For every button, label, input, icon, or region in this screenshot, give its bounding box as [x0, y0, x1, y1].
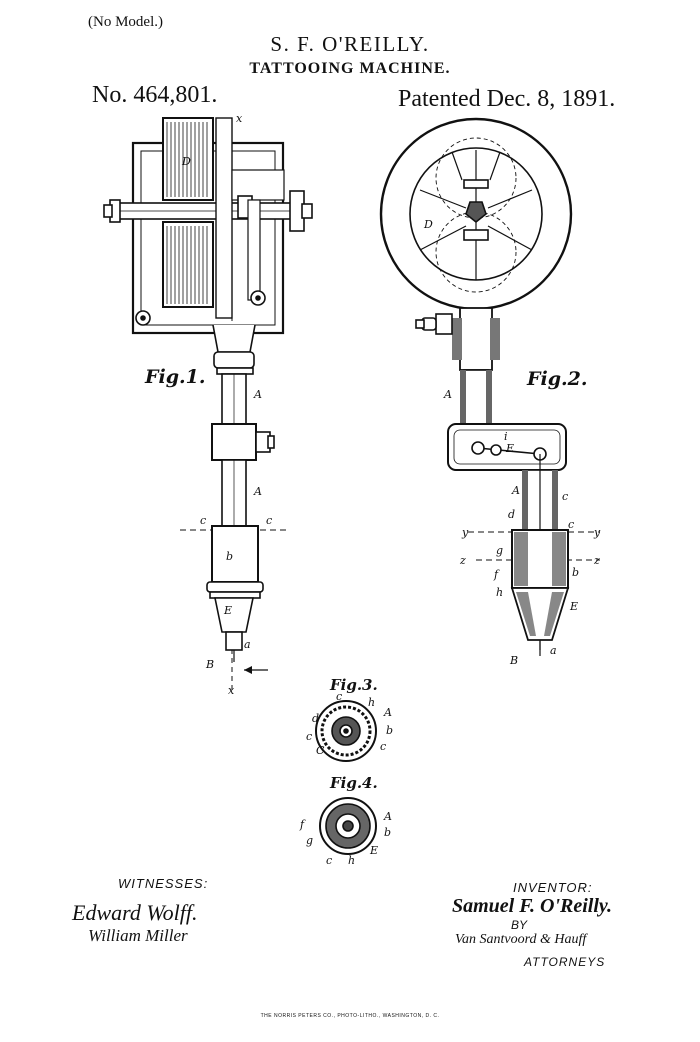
ref-fig2-c-upper: c	[562, 490, 568, 503]
ref-fig2-i: i	[504, 430, 508, 443]
inventor-signature: Samuel F. O'Reilly.	[452, 895, 613, 917]
ref-fig1-D: D	[181, 155, 191, 168]
ref-fig2-A-lower: A	[511, 484, 520, 497]
ref-fig4-b: b	[384, 826, 391, 839]
fig1-label: Fig.1.	[145, 366, 206, 388]
ref-fig1-a: a	[244, 638, 251, 651]
fig2-drawing	[379, 117, 600, 656]
ref-fig4-h: h	[348, 854, 355, 867]
ref-fig3-h: h	[368, 696, 375, 709]
ref-fig4-E: E	[369, 844, 378, 857]
attorney-signature: Van Santvoord & Hauff	[455, 932, 587, 947]
ref-fig3-c-right: c	[380, 740, 386, 753]
fig1-drawing	[103, 117, 313, 690]
ref-fig2-D: D	[423, 218, 433, 231]
ref-fig2-d: d	[508, 508, 515, 521]
fig4-drawing	[319, 797, 377, 855]
ref-fig4-c: c	[326, 854, 332, 867]
fig4-reference-letters: A f b g E c h	[299, 810, 392, 867]
ref-fig4-g: g	[306, 834, 313, 847]
witness-signature-2: William Miller	[88, 926, 188, 945]
fig3-drawing	[315, 700, 377, 762]
ref-fig2-g: g	[496, 544, 503, 557]
fig4-label: Fig.4.	[330, 774, 378, 792]
fig3-label: Fig.3.	[330, 676, 378, 694]
ref-fig3-b: b	[386, 724, 393, 737]
ref-fig2-E-lower: E	[569, 600, 578, 613]
ref-fig1-A-lower: A	[253, 485, 262, 498]
ref-fig2-f: f	[493, 568, 500, 581]
fig2-label: Fig.2.	[527, 368, 588, 390]
inventor-title: S. F. O'REILLY.	[270, 32, 430, 56]
fig1-reference-letters: x D A A c c b E a B x	[181, 112, 272, 697]
ref-fig3-A: A	[383, 706, 392, 719]
witnesses-heading: WITNESSES:	[118, 876, 209, 891]
ref-fig3-c-left: c	[306, 730, 312, 743]
ref-fig4-f: f	[299, 818, 306, 831]
patent-date: Patented Dec. 8, 1891.	[398, 86, 616, 112]
printer-credit: THE NORRIS PETERS CO., PHOTO-LITHO., WAS…	[260, 1013, 440, 1019]
ref-fig2-h: h	[496, 586, 503, 599]
fig3-reference-letters: c h A d b c c C	[306, 690, 393, 757]
fig2-reference-letters: D A i E A c d y y c g z z f b h E a B	[423, 218, 601, 667]
patent-number: No. 464,801.	[92, 82, 218, 108]
ref-fig3-c: c	[336, 690, 342, 703]
ref-fig3-C: C	[316, 744, 325, 757]
ref-fig1-c-right: c	[266, 514, 272, 527]
ref-fig1-B: B	[205, 658, 214, 671]
ref-fig1-A-upper: A	[253, 388, 262, 401]
ref-fig2-c-lower: c	[568, 518, 574, 531]
ref-fig1-E: E	[223, 604, 232, 617]
ref-fig4-A: A	[383, 810, 392, 823]
inventor-heading: INVENTOR:	[513, 880, 593, 895]
ref-fig2-z-right: z	[593, 554, 600, 567]
attorneys-heading: ATTORNEYS	[524, 955, 606, 969]
invention-title: TATTOOING MACHINE.	[249, 60, 451, 77]
ref-fig2-B: B	[509, 654, 518, 667]
ref-fig2-b: b	[572, 566, 579, 579]
ref-fig1-x-top: x	[236, 112, 243, 125]
ref-fig3-d: d	[312, 712, 319, 725]
ref-fig2-E-upper: E	[505, 442, 514, 455]
witness-signature-1: Edward Wolff.	[72, 900, 198, 925]
ref-fig1-b: b	[226, 550, 233, 563]
by-label: BY	[511, 918, 528, 932]
ref-fig2-y-right: y	[593, 526, 601, 539]
ref-fig2-y-left: y	[461, 526, 469, 539]
ref-fig1-x-bottom: x	[228, 684, 235, 697]
ref-fig2-z-left: z	[459, 554, 466, 567]
no-model-note: (No Model.)	[88, 14, 163, 30]
ref-fig2-A-upper: A	[443, 388, 452, 401]
ref-fig1-c-left: c	[200, 514, 206, 527]
ref-fig2-a: a	[550, 644, 557, 657]
